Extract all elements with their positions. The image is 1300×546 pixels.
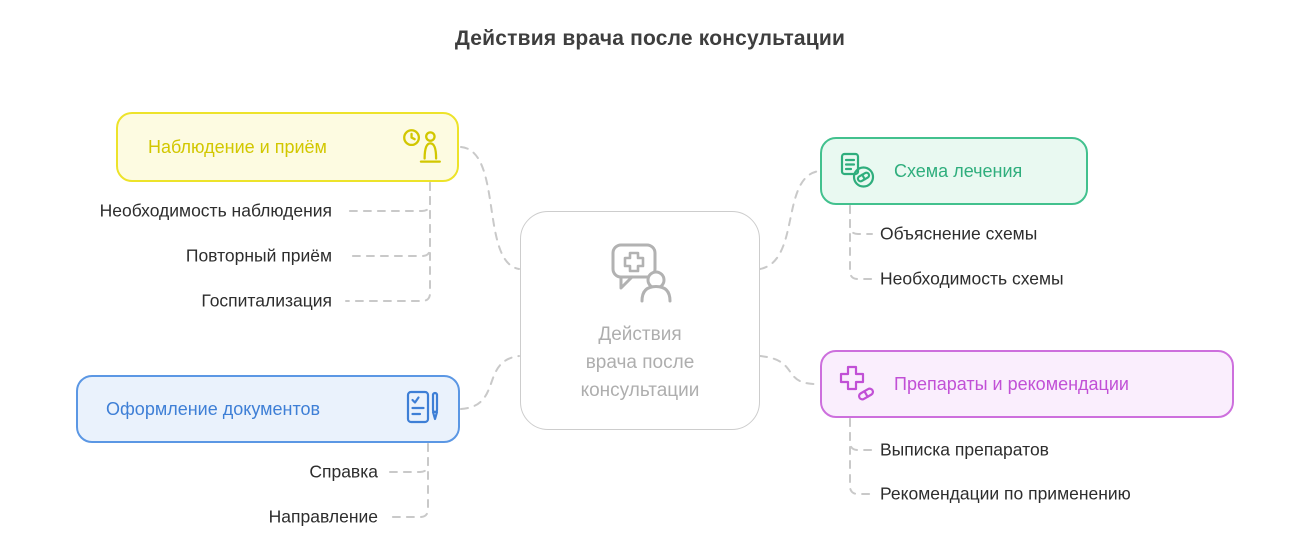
branch-node-documents[interactable]: Оформление документов bbox=[76, 375, 460, 443]
connector-path bbox=[345, 182, 431, 302]
branch-child-item: Объяснение схемы bbox=[880, 223, 1038, 244]
branch-node-observation[interactable]: Наблюдение и приём bbox=[116, 112, 459, 182]
center-node[interactable]: Действия врача после консультации bbox=[520, 211, 760, 430]
document-pen-icon bbox=[402, 387, 446, 431]
connector-path bbox=[759, 355, 820, 386]
branch-node-treatment[interactable]: Схема лечения bbox=[820, 137, 1088, 205]
connector-path bbox=[345, 182, 431, 257]
connector-path bbox=[759, 170, 820, 270]
branch-label: Препараты и рекомендации bbox=[894, 373, 1129, 394]
clock-person-icon bbox=[399, 124, 445, 170]
branch-child-item: Необходимость схемы bbox=[880, 268, 1064, 289]
chat-medical-person-icon bbox=[604, 238, 676, 315]
connector-path bbox=[849, 205, 873, 235]
branch-child-item: Госпитализация bbox=[201, 290, 332, 311]
branch-child-item: Необходимость наблюдения bbox=[99, 200, 332, 221]
branch-child-item: Повторный приём bbox=[185, 245, 332, 266]
branch-child-item: Справка bbox=[309, 461, 378, 482]
branch-label: Оформление документов bbox=[106, 398, 321, 419]
connector-path bbox=[389, 443, 429, 473]
branch-child-item: Выписка препаратов bbox=[880, 439, 1049, 460]
connector-path bbox=[389, 443, 429, 518]
branch-child-item: Рекомендации по применению bbox=[880, 483, 1131, 504]
connector-path bbox=[460, 146, 520, 270]
connector-path bbox=[849, 418, 873, 495]
branch-label: Схема лечения bbox=[894, 160, 1023, 181]
branch-label: Наблюдение и приём bbox=[148, 136, 327, 157]
branch-node-medications[interactable]: Препараты и рекомендации bbox=[820, 350, 1234, 418]
center-node-label: Действия врача после консультации bbox=[580, 324, 700, 401]
connector-path bbox=[849, 205, 873, 280]
diagram-title: Действия врача после консультации bbox=[454, 27, 846, 50]
prescription-refresh-pill-icon bbox=[836, 149, 880, 193]
medical-cross-pill-icon bbox=[836, 362, 880, 406]
branch-child-item: Направление bbox=[268, 506, 378, 527]
connector-path bbox=[849, 418, 873, 451]
connector-path bbox=[345, 182, 431, 212]
connector-path bbox=[460, 355, 520, 410]
